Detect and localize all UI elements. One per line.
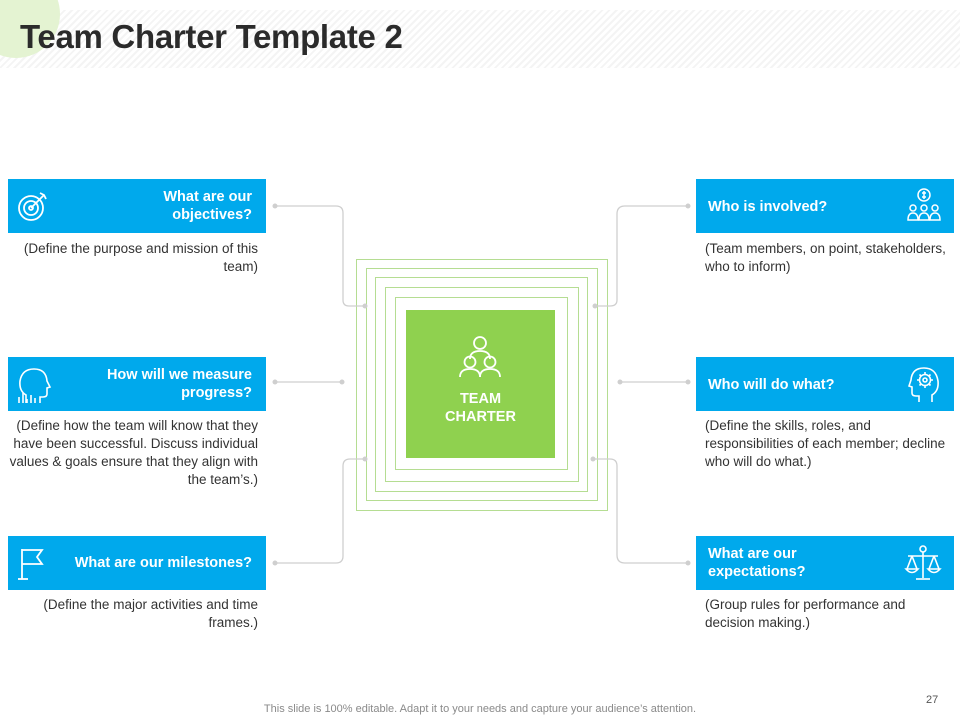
team-people-icon: [459, 336, 501, 378]
title-band: [0, 10, 960, 68]
description-milestones: (Define the major activities and time fr…: [43, 597, 258, 630]
description-expectations: (Group rules for performance and decisio…: [705, 597, 906, 630]
target-icon: [18, 192, 47, 221]
card-measure-progress: How will we measure progress?: [8, 357, 266, 411]
description-who-does-what: (Define the skills, roles, and responsib…: [705, 418, 946, 469]
page-number: 27: [926, 694, 939, 706]
head-chart-icon: [18, 368, 52, 403]
stakeholders-icon: [907, 188, 941, 221]
description-who-involved: (Team members, on point, stakeholders, w…: [705, 241, 946, 274]
description-measure-progress: (Define how the team will know that they…: [9, 418, 258, 487]
concentric-frames: [356, 259, 608, 511]
card-title: What are our objectives?: [163, 189, 252, 223]
head-gear-icon: [908, 367, 939, 402]
center-label: TEAM CHARTER: [445, 391, 516, 425]
card-title: What are our milestones?: [74, 555, 252, 571]
team-charter-center: TEAM CHARTER: [406, 310, 555, 458]
card-title: Who will do what?: [708, 377, 835, 393]
card-title: How will we measure progress?: [106, 367, 252, 401]
card-milestones: What are our milestones?: [8, 536, 266, 590]
flag-icon: [18, 549, 44, 580]
connector-lines: [275, 205, 688, 564]
card-expectations: What are our expectations?: [696, 536, 954, 590]
scales-icon: [904, 545, 942, 580]
card-title: What are our expectations?: [708, 546, 806, 580]
description-objectives: (Define the purpose and mission of this …: [23, 241, 258, 274]
footer-note: This slide is 100% editable. Adapt it to…: [263, 703, 697, 715]
card-objectives: What are our objectives?: [8, 179, 266, 233]
card-title: Who is involved?: [708, 199, 828, 215]
card-who-involved: Who is involved?: [696, 179, 954, 233]
page-title: Team Charter Template 2: [20, 18, 403, 55]
connector-dots: [272, 203, 691, 566]
card-who-does-what: Who will do what?: [696, 357, 954, 411]
